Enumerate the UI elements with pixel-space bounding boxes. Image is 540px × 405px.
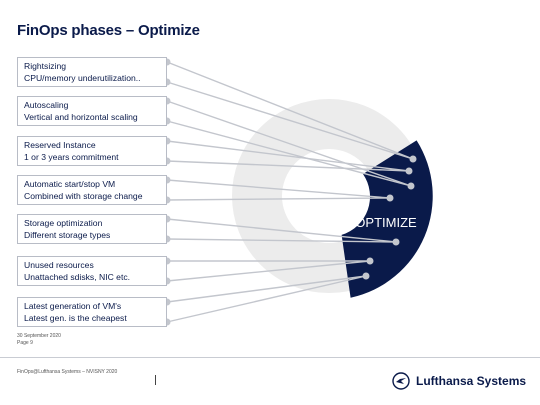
- connector-dot: [407, 182, 415, 190]
- connector-line: [166, 260, 371, 282]
- phase-item-title: Rightsizing: [24, 61, 67, 71]
- connector-line: [166, 61, 414, 160]
- phase-item-subtitle: Vertical and horizontal scaling: [24, 112, 138, 122]
- phase-item-subtitle: 1 or 3 years commitment: [24, 152, 119, 162]
- optimize-segment: [341, 140, 433, 298]
- phase-item-title: Reserved Instance: [24, 140, 96, 150]
- brand-name: Lufthansa Systems: [416, 374, 527, 388]
- crane-logo-icon: [392, 372, 410, 390]
- connector-line: [166, 218, 397, 243]
- connector-line: [166, 275, 367, 303]
- connector-dot: [386, 194, 394, 202]
- footer-divider: [0, 357, 540, 358]
- phase-item-title: Automatic start/stop VM: [24, 179, 116, 189]
- connector-line: [166, 275, 367, 323]
- phase-item-subtitle: Latest gen. is the cheapest: [24, 313, 127, 323]
- slide-date: 30 September 2020: [17, 333, 61, 339]
- phase-item-subtitle: Unattached sdisks, NIC etc.: [24, 272, 131, 282]
- connector-line: [166, 160, 410, 172]
- connector-line: [166, 197, 391, 201]
- connector-dot: [392, 238, 400, 246]
- connector-line: [166, 140, 410, 172]
- connector-dot: [409, 155, 417, 163]
- phase-item-box: Reserved Instance 1 or 3 years commitment: [17, 136, 167, 166]
- slide-title: FinOps phases – Optimize: [17, 22, 200, 39]
- phase-item-title: Autoscaling: [24, 100, 69, 110]
- connector-line: [166, 120, 412, 187]
- phase-item-box: Automatic start/stop VM Combined with sto…: [17, 175, 167, 205]
- phase-item-subtitle: Combined with storage change: [24, 191, 143, 201]
- page-number: Page 9: [17, 340, 33, 346]
- connector-dot: [362, 272, 370, 280]
- footer-separator: [155, 375, 156, 385]
- footer-text: FinOps@Lufthansa Systems – NVISNY 2020: [17, 369, 118, 375]
- connector-line: [166, 238, 397, 243]
- connector-dot: [405, 167, 413, 175]
- connector-line: [166, 100, 412, 187]
- connector-line: [166, 179, 391, 199]
- optimize-segment-label: OPTIMIZE: [355, 215, 417, 230]
- phase-item-subtitle: CPU/memory underutilization..: [24, 73, 141, 83]
- connector-dot: [366, 257, 374, 265]
- phase-item-title: Unused resources: [24, 260, 94, 270]
- lufthansa-logo: Lufthansa Systems: [392, 372, 526, 390]
- phase-item-title: Storage optimization: [24, 218, 103, 228]
- phase-item-title: Latest generation of VM's: [24, 301, 122, 311]
- connector-line: [166, 81, 414, 160]
- phase-item-subtitle: Different storage types: [24, 230, 111, 240]
